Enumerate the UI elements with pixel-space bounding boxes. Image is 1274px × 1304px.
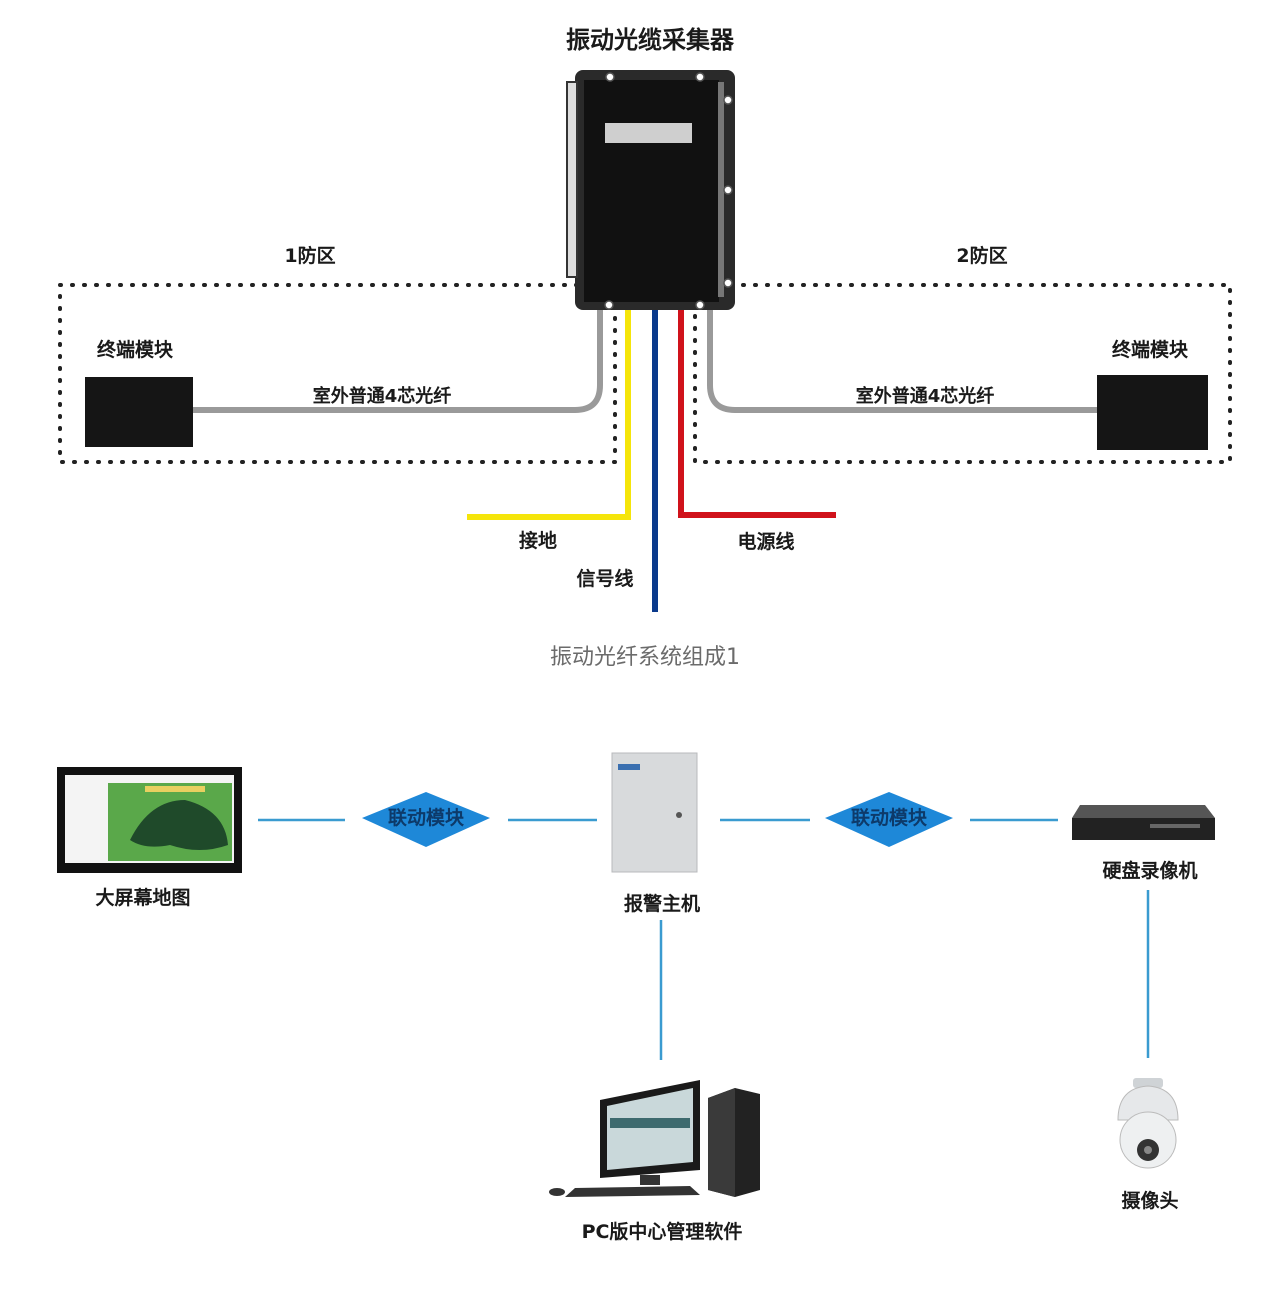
dvr-label: 硬盘录像机	[1102, 859, 1197, 882]
fiber-label-right: 室外普通4芯光纤	[856, 385, 995, 407]
collector-title: 振动光缆采集器	[566, 26, 735, 54]
screen-map-label: 大屏幕地图	[95, 886, 190, 909]
signal-label: 信号线	[576, 567, 633, 590]
terminal-left-label: 终端模块	[97, 338, 174, 361]
terminal-right-label: 终端模块	[1112, 338, 1189, 361]
zone-2-label: 2防区	[956, 244, 1007, 267]
power-wire	[678, 300, 836, 518]
terminal-module-right	[1097, 375, 1208, 450]
link-module-right-label: 联动模块	[851, 806, 928, 829]
alarm-host-cabinet	[611, 752, 698, 873]
collector-device	[566, 70, 735, 310]
dome-camera	[1117, 1078, 1179, 1169]
ground-wire	[467, 300, 631, 520]
zone-2-boundary	[693, 283, 1232, 464]
link-module-left-label: 联动模块	[388, 806, 465, 829]
screen-map-monitor	[57, 767, 242, 873]
fiber-cable-left	[193, 300, 603, 413]
camera-label: 摄像头	[1121, 1189, 1178, 1212]
terminal-module-left	[85, 377, 193, 447]
pc-workstation	[549, 1080, 760, 1197]
fiber-cable-right	[707, 300, 1097, 413]
zone-1-boundary	[58, 283, 617, 464]
pc-software-label: PC版中心管理软件	[582, 1220, 743, 1243]
link-lines	[258, 818, 1150, 1060]
diagram-caption: 振动光纤系统组成1	[550, 645, 740, 670]
ground-label: 接地	[519, 529, 557, 552]
fiber-label-left: 室外普通4芯光纤	[313, 385, 452, 407]
zone-1-label: 1防区	[284, 244, 335, 267]
alarm-host-label: 报警主机	[624, 892, 700, 915]
link-module-right: 联动模块	[825, 792, 953, 847]
dvr-device	[1072, 805, 1215, 840]
link-module-left: 联动模块	[362, 792, 490, 847]
power-label: 电源线	[737, 530, 794, 553]
